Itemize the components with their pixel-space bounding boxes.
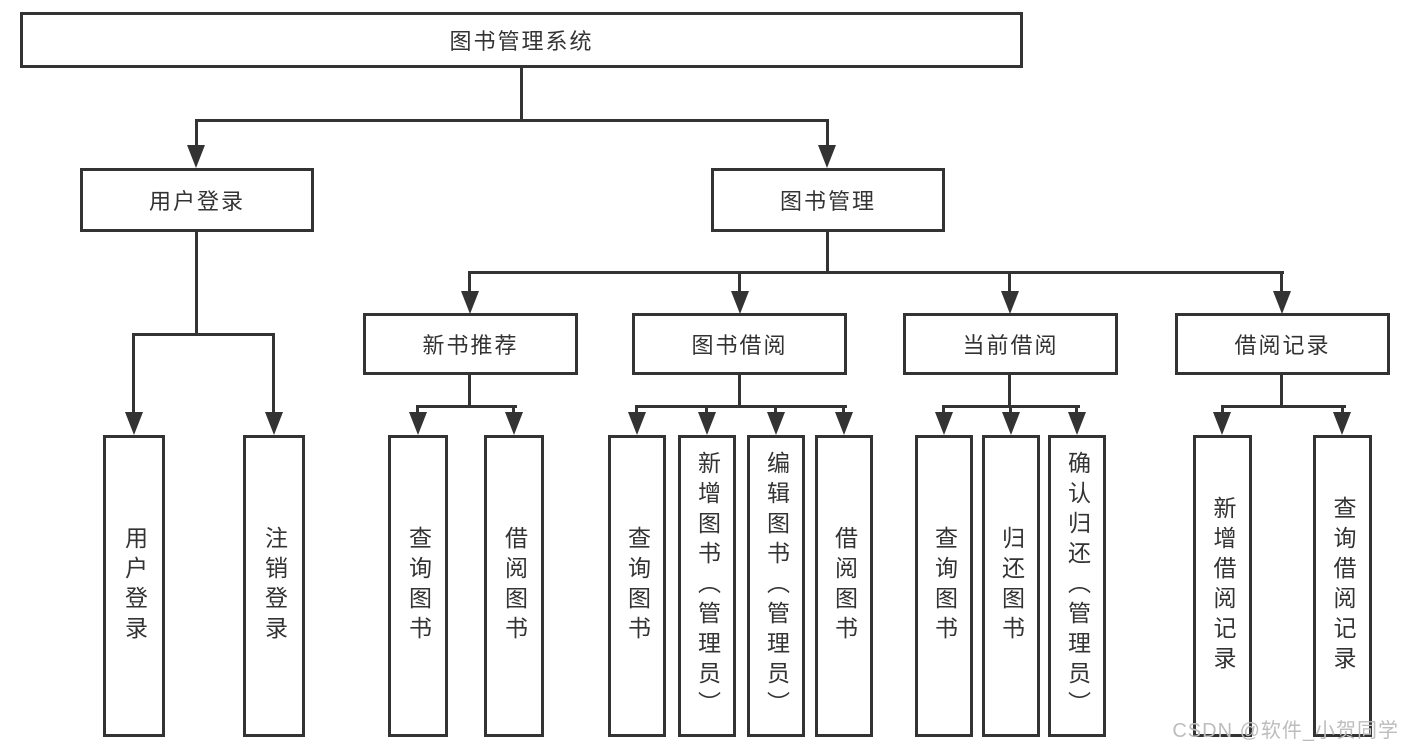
connector-line (132, 333, 275, 336)
connector-arrow (1001, 291, 1019, 314)
connector-line (738, 375, 741, 408)
connector-arrow (1273, 291, 1291, 314)
leaf-edit-books-admin: 编辑图书（管理员） (747, 435, 805, 737)
node-label: 借阅图书 (501, 526, 528, 646)
connector-line (1341, 405, 1344, 415)
connector-line (635, 405, 638, 415)
connector-line (195, 119, 829, 122)
leaf-borrow-books: 借阅图书 (815, 435, 873, 737)
leaf-logout: 注销登录 (243, 435, 305, 737)
node-label: 注销登录 (261, 526, 288, 646)
leaf-confirm-return-admin: 确认归还（管理员） (1048, 435, 1106, 737)
leaf-add-borrow-record: 新增借阅记录 (1193, 435, 1252, 737)
connector-line (826, 119, 829, 147)
leaf-return-books: 归还图书 (982, 435, 1040, 737)
connector-line (512, 405, 515, 415)
node-label: 新书推荐 (422, 333, 519, 358)
node-user-login: 用户登录 (80, 168, 314, 232)
connector-line (272, 333, 275, 413)
node-label: 借阅记录 (1234, 333, 1331, 358)
node-label: 用户登录 (148, 189, 245, 214)
connector-arrow (125, 412, 143, 435)
node-label: 查询图书 (931, 526, 958, 646)
connector-line (1009, 405, 1012, 415)
node-new-book-recommendation: 新书推荐 (363, 313, 578, 375)
node-book-borrowing: 图书借阅 (632, 313, 847, 375)
connector-arrow (1333, 412, 1351, 435)
connector-line (705, 405, 708, 415)
connector-line (1008, 271, 1011, 293)
connector-line (195, 232, 198, 336)
connector-line (1221, 405, 1346, 408)
connector-arrow (409, 412, 427, 435)
connector-line (468, 375, 471, 408)
connector-line (1075, 405, 1078, 415)
connector-line (520, 68, 523, 122)
connector-line (416, 405, 419, 415)
connector-arrow (698, 412, 716, 435)
node-label: 用户登录 (121, 526, 148, 646)
connector-line (1280, 271, 1283, 293)
connector-line (468, 271, 471, 293)
connector-line (842, 405, 845, 415)
node-label: 新增借阅记录 (1210, 496, 1236, 676)
node-label: 查询图书 (624, 526, 651, 646)
connector-line (826, 232, 829, 274)
node-label: 确认归还（管理员） (1064, 451, 1091, 721)
node-label: 当前借阅 (962, 333, 1059, 358)
connector-arrow (835, 412, 853, 435)
leaf-query-books: 查询图书 (388, 435, 448, 737)
node-label: 查询图书 (405, 526, 432, 646)
node-label: 新增图书（管理员） (694, 451, 721, 721)
connector-arrow (731, 291, 749, 314)
connector-line (635, 405, 847, 408)
connector-line (132, 333, 135, 413)
connector-line (468, 271, 1284, 274)
connector-line (942, 405, 945, 415)
connector-line (738, 271, 741, 293)
connector-line (195, 119, 198, 147)
node-label: 图书借阅 (691, 333, 788, 358)
node-borrowing-records: 借阅记录 (1175, 313, 1390, 375)
node-book-management-system: 图书管理系统 (20, 12, 1023, 68)
node-label: 借阅图书 (831, 526, 858, 646)
connector-arrow (767, 412, 785, 435)
node-current-borrowing: 当前借阅 (903, 313, 1118, 375)
connector-arrow (461, 291, 479, 314)
node-label: 编辑图书（管理员） (763, 451, 790, 721)
connector-arrow (1068, 412, 1086, 435)
leaf-borrow-books: 借阅图书 (484, 435, 544, 737)
leaf-add-books-admin: 新增图书（管理员） (678, 435, 736, 737)
connector-line (1221, 405, 1224, 415)
node-label: 归还图书 (998, 526, 1025, 646)
connector-arrow (505, 412, 523, 435)
connector-arrow (935, 412, 953, 435)
leaf-query-books: 查询图书 (608, 435, 666, 737)
connector-arrow (628, 412, 646, 435)
csdn-watermark: CSDN @软件_小贺同学 (1172, 720, 1399, 742)
connector-line (1280, 375, 1283, 408)
connector-arrow (265, 412, 283, 435)
connector-line (416, 405, 517, 408)
connector-arrow (1213, 412, 1231, 435)
node-book-management: 图书管理 (711, 168, 945, 232)
connector-line (774, 405, 777, 415)
node-label: 查询借阅记录 (1330, 496, 1356, 676)
connector-arrow (818, 145, 836, 168)
connector-arrow (1002, 412, 1020, 435)
leaf-user-login: 用户登录 (103, 435, 165, 737)
node-label: 图书管理 (779, 189, 876, 214)
leaf-query-books: 查询图书 (915, 435, 973, 737)
connector-line (1008, 375, 1011, 408)
leaf-query-borrow-record: 查询借阅记录 (1313, 435, 1372, 737)
node-label: 图书管理系统 (449, 29, 594, 54)
connector-arrow (187, 145, 205, 168)
